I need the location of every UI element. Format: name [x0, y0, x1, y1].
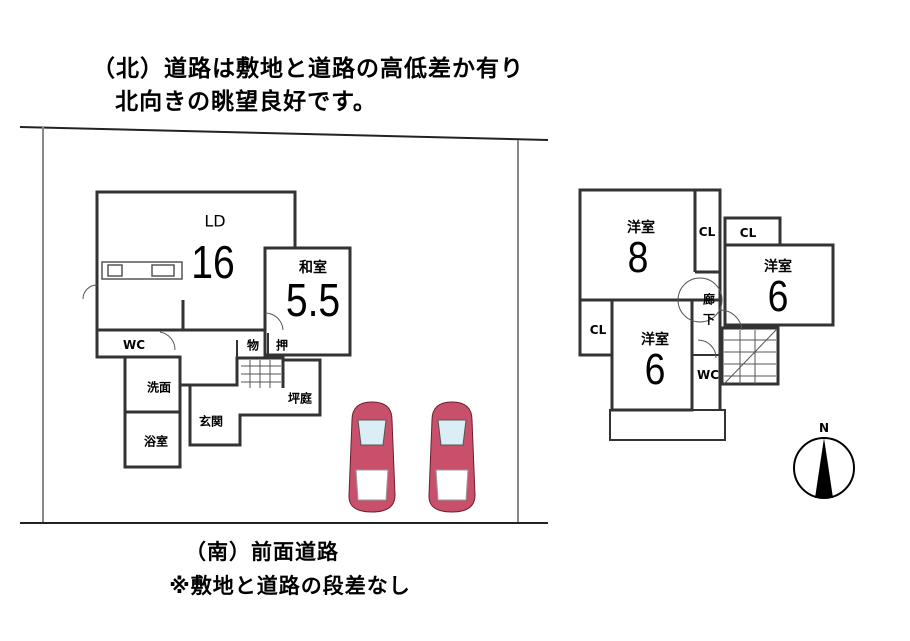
washitsu-label: 和室 [299, 260, 327, 276]
floor1-walls [95, 190, 352, 469]
south-caption-line1: （南）前面道路 [185, 540, 339, 564]
bathroom-label: 浴室 [143, 434, 169, 449]
room-6-lower-label: 洋室 [641, 332, 669, 348]
north-caption-line2: 北向きの眺望良好です。 [115, 89, 377, 115]
ld-size: 16 [191, 236, 235, 288]
washroom-label: 洗面 [146, 380, 172, 395]
room-6-lower-size: 6 [644, 345, 666, 394]
closet-3-label: CL [589, 323, 607, 337]
wc-1f-label: WC [122, 338, 146, 352]
floor2-door-swings [677, 277, 743, 359]
washitsu-size: 5.5 [285, 274, 341, 326]
compass-icon [793, 437, 855, 499]
closet-2-label: CL [739, 226, 757, 240]
courtyard-label: 坪庭 [287, 391, 313, 406]
kitchen-counter [101, 261, 183, 280]
north-caption-line1: （北）道路は敷地と道路の高低差か有り [92, 56, 524, 82]
room-8-label: 洋室 [627, 220, 655, 236]
entrance-label: 玄関 [198, 414, 224, 429]
site-boundary [19, 126, 549, 524]
wc-2f-label: WC [696, 368, 720, 382]
car-right [428, 401, 476, 513]
door-swings [82, 284, 284, 351]
closet-1-label: CL [698, 225, 716, 239]
room-6-right-label: 洋室 [764, 259, 792, 275]
floor2-walls [578, 188, 835, 441]
ld-label: LD [204, 211, 226, 231]
compass-north-label: N [818, 421, 830, 435]
hall-label-1: 廊 [702, 292, 716, 307]
room-6-right-size: 6 [767, 272, 789, 321]
car-left [348, 401, 396, 513]
floor2-stairs [723, 329, 777, 385]
south-caption-line2: ※敷地と道路の段差なし [169, 574, 411, 598]
floor1-stairs [241, 360, 281, 388]
room-8-size: 8 [627, 233, 649, 282]
closet-label: 押 [275, 338, 289, 353]
hall-label-2: 下 [702, 312, 716, 327]
storage-label: 物 [246, 338, 260, 353]
